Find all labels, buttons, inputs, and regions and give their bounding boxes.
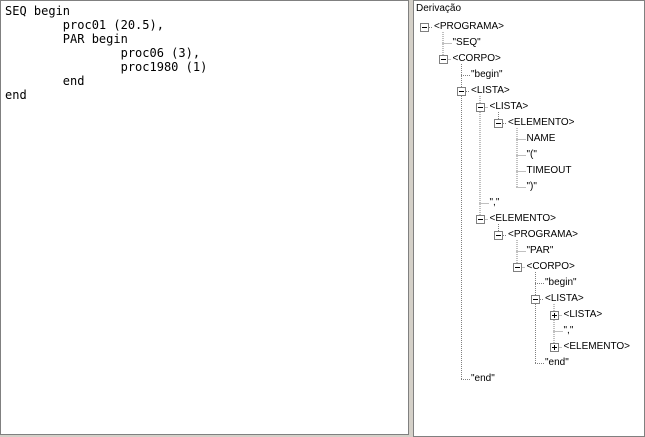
tree-node[interactable]: <LISTA> xyxy=(489,101,529,112)
collapse-icon[interactable] xyxy=(475,215,485,224)
tree-node[interactable]: "end" xyxy=(545,357,569,368)
tree-node[interactable]: "," xyxy=(563,325,574,336)
collapse-icon[interactable] xyxy=(438,55,448,64)
tree-connector-lines xyxy=(429,27,563,380)
tree-node[interactable]: NAME xyxy=(526,133,556,144)
tree-node[interactable]: ")" xyxy=(526,181,537,192)
tree-node[interactable]: <LISTA> xyxy=(563,309,603,320)
derivation-panel: Derivação <PROGRAMA>"SEQ"<CORPO>"begin"<… xyxy=(413,0,645,437)
tree-node[interactable]: TIMEOUT xyxy=(526,165,572,176)
expand-icon[interactable] xyxy=(549,311,559,320)
tree-node[interactable]: <ELEMENTO> xyxy=(563,341,631,352)
expand-icon[interactable] xyxy=(549,343,559,352)
tree-node[interactable]: <PROGRAMA> xyxy=(508,229,579,240)
panel-splitter[interactable] xyxy=(409,0,413,437)
tree-node[interactable]: <CORPO> xyxy=(452,53,501,64)
tree-node[interactable]: "(" xyxy=(526,149,537,160)
collapse-icon[interactable] xyxy=(494,231,503,240)
tree-node[interactable]: <ELEMENTO> xyxy=(489,213,557,224)
tree-node[interactable]: "SEQ" xyxy=(452,37,481,48)
tree-node[interactable]: "begin" xyxy=(471,69,503,80)
tree-node[interactable]: <ELEMENTO> xyxy=(508,117,575,128)
code-text[interactable]: SEQ begin proc01 (20.5), PAR begin proc0… xyxy=(5,4,208,102)
tree-node[interactable]: <CORPO> xyxy=(526,261,575,272)
derivation-tree[interactable]: <PROGRAMA> "SEQ" <CORPO> "begin" <LISTA> <LIS… xyxy=(414,1,644,436)
tree-node[interactable]: "begin" xyxy=(545,277,577,288)
collapse-icon[interactable] xyxy=(420,23,429,32)
tree-node[interactable]: <LISTA> xyxy=(471,85,510,96)
collapse-icon[interactable] xyxy=(457,87,466,96)
collapse-icon[interactable] xyxy=(531,295,540,304)
panel-title: Derivação xyxy=(416,3,462,14)
collapse-icon[interactable] xyxy=(494,119,503,128)
code-editor[interactable]: SEQ begin proc01 (20.5), PAR begin proc0… xyxy=(0,0,409,435)
tree-node[interactable]: <LISTA> xyxy=(545,293,584,304)
tree-node[interactable]: "PAR" xyxy=(526,245,554,256)
tree-node[interactable]: "end" xyxy=(471,373,495,384)
collapse-icon[interactable] xyxy=(512,263,522,272)
collapse-icon[interactable] xyxy=(475,103,485,112)
tree-node[interactable]: <PROGRAMA> xyxy=(434,21,505,32)
tree-node[interactable]: "," xyxy=(489,197,500,208)
